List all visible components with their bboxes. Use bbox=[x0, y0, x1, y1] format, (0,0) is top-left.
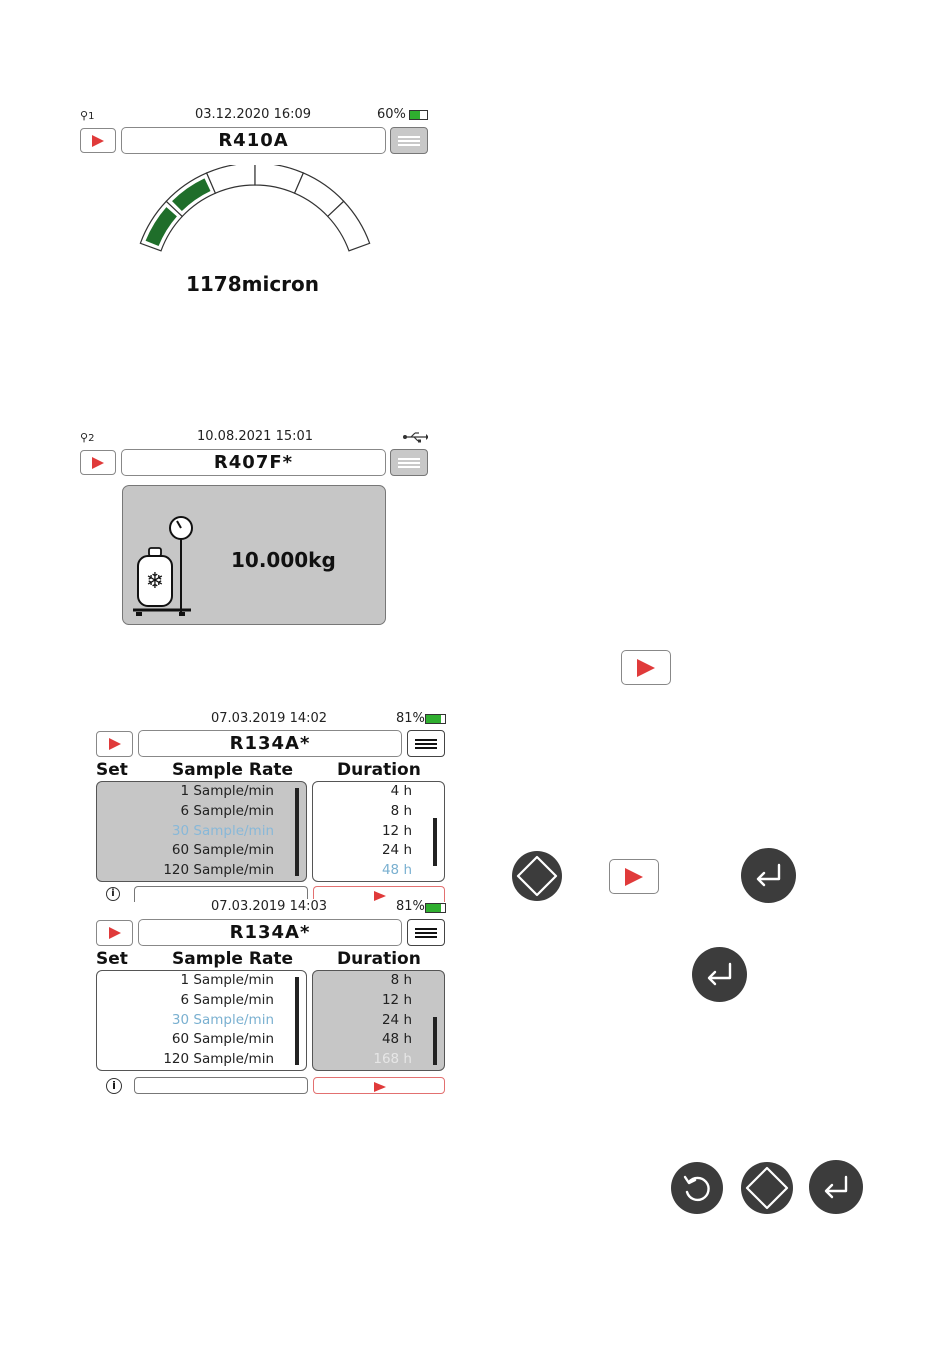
list-item[interactable]: 120 Sample/min bbox=[163, 862, 274, 878]
list-item[interactable]: 24 h bbox=[381, 842, 412, 858]
list-item[interactable]: 1 Sample/min bbox=[180, 783, 274, 799]
start-button[interactable] bbox=[80, 128, 116, 153]
battery-icon bbox=[409, 110, 428, 120]
navigation-pad-key[interactable] bbox=[741, 1162, 793, 1214]
navigation-pad-key[interactable] bbox=[512, 851, 562, 901]
enter-icon bbox=[824, 1175, 848, 1199]
battery-percent: 81% bbox=[396, 711, 425, 726]
scale-panel: ❄ 10.000kg bbox=[122, 485, 386, 625]
antenna-icon: ⚲ bbox=[80, 109, 89, 122]
header-sample-rate: Sample Rate bbox=[172, 760, 294, 780]
refrigerant-title[interactable]: R410A bbox=[121, 127, 386, 154]
play-icon bbox=[374, 891, 386, 901]
list-item[interactable]: 120 Sample/min bbox=[163, 1051, 274, 1067]
refrigerant-title[interactable]: R134A* bbox=[138, 919, 402, 946]
list-item[interactable]: 6 Sample/min bbox=[180, 803, 274, 819]
svg-text:❄: ❄ bbox=[146, 569, 164, 594]
gauge-segment-filled bbox=[145, 207, 177, 247]
play-icon bbox=[625, 867, 643, 886]
menu-button[interactable] bbox=[390, 449, 428, 476]
list-item[interactable]: 12 h bbox=[381, 823, 412, 839]
start-key[interactable] bbox=[609, 859, 659, 894]
battery-icon bbox=[425, 903, 446, 913]
battery-percent: 81% bbox=[396, 899, 425, 914]
list-item[interactable]: 48 h bbox=[381, 1031, 412, 1047]
start-logging-button[interactable] bbox=[313, 886, 445, 902]
start-logging-button[interactable] bbox=[313, 1077, 445, 1094]
list-item[interactable]: 12 h bbox=[381, 992, 412, 1008]
menu-button[interactable] bbox=[407, 730, 445, 757]
battery-percent: 60% bbox=[377, 107, 406, 122]
header-set: Set bbox=[96, 760, 128, 780]
datetime: 03.12.2020 16:09 bbox=[195, 107, 312, 122]
back-key[interactable] bbox=[671, 1162, 723, 1214]
start-button[interactable] bbox=[96, 731, 133, 757]
header-duration: Duration bbox=[337, 949, 421, 969]
list-item[interactable]: 60 Sample/min bbox=[171, 1031, 274, 1047]
list-item[interactable]: 8 h bbox=[390, 972, 412, 988]
play-icon bbox=[108, 738, 121, 750]
refrigerant-title[interactable]: R134A* bbox=[138, 730, 402, 757]
info-field bbox=[134, 886, 308, 902]
weight-reading: 10.000kg bbox=[231, 548, 336, 572]
play-icon bbox=[374, 1082, 386, 1092]
gauge-segment bbox=[205, 165, 256, 194]
header-sample-rate: Sample Rate bbox=[172, 949, 294, 969]
start-key[interactable] bbox=[621, 650, 671, 685]
menu-button[interactable] bbox=[407, 919, 445, 946]
list-item[interactable]: 4 h bbox=[390, 783, 412, 799]
list-item-selected[interactable]: 30 Sample/min bbox=[171, 823, 274, 839]
gauge-segment bbox=[326, 200, 371, 252]
sample-rate-list[interactable]: 1 Sample/min 6 Sample/min 30 Sample/min … bbox=[96, 781, 307, 882]
header-set: Set bbox=[96, 949, 128, 969]
scrollbar[interactable] bbox=[433, 818, 437, 866]
refrigerant-title[interactable]: R407F* bbox=[121, 449, 386, 476]
list-item[interactable]: 6 Sample/min bbox=[180, 992, 274, 1008]
datetime: 07.03.2019 14:03 bbox=[211, 899, 328, 914]
play-icon bbox=[92, 456, 104, 469]
scrollbar[interactable] bbox=[295, 788, 299, 876]
list-item-selected[interactable]: 168 h bbox=[373, 1051, 412, 1067]
duration-list[interactable]: 4 h 8 h 12 h 24 h 48 h bbox=[312, 781, 445, 882]
list-item-selected[interactable]: 30 Sample/min bbox=[171, 1012, 274, 1028]
gauge-segment-filled bbox=[172, 178, 211, 212]
play-icon bbox=[108, 927, 121, 939]
vacuum-gauge bbox=[139, 165, 371, 252]
header-duration: Duration bbox=[337, 760, 421, 780]
enter-icon bbox=[707, 962, 732, 986]
enter-key[interactable] bbox=[809, 1160, 863, 1214]
antenna-icon: ⚲ bbox=[80, 431, 89, 444]
start-button[interactable] bbox=[96, 920, 133, 946]
list-item[interactable]: 24 h bbox=[381, 1012, 412, 1028]
navigation-pad-icon bbox=[745, 1166, 789, 1210]
sensor-indicator: ⚲1 bbox=[80, 109, 95, 122]
sensor-indicator: ⚲2 bbox=[80, 431, 95, 444]
battery-icon bbox=[425, 714, 446, 724]
navigation-pad-icon bbox=[516, 855, 558, 897]
duration-list[interactable]: 8 h 12 h 24 h 48 h 168 h bbox=[312, 970, 445, 1071]
list-item[interactable]: 1 Sample/min bbox=[180, 972, 274, 988]
start-button[interactable] bbox=[80, 450, 116, 475]
enter-key[interactable] bbox=[741, 848, 796, 903]
list-item[interactable]: 60 Sample/min bbox=[171, 842, 274, 858]
info-field bbox=[134, 1077, 308, 1094]
scrollbar[interactable] bbox=[433, 1017, 437, 1065]
menu-button[interactable] bbox=[390, 127, 428, 154]
play-icon bbox=[637, 658, 655, 677]
vacuum-reading: 1178micron bbox=[185, 272, 320, 296]
cylinder-scale-icon: ❄ bbox=[133, 516, 193, 616]
info-icon[interactable]: i bbox=[106, 887, 122, 901]
play-icon bbox=[92, 134, 104, 147]
list-item-selected[interactable]: 48 h bbox=[381, 862, 412, 878]
usb-icon bbox=[403, 432, 428, 443]
back-icon bbox=[683, 1175, 710, 1202]
sample-rate-list[interactable]: 1 Sample/min 6 Sample/min 30 Sample/min … bbox=[96, 970, 307, 1071]
list-item[interactable]: 8 h bbox=[390, 803, 412, 819]
datetime: 10.08.2021 15:01 bbox=[197, 429, 314, 444]
enter-key[interactable] bbox=[692, 947, 747, 1002]
enter-icon bbox=[756, 863, 781, 887]
datetime: 07.03.2019 14:02 bbox=[211, 711, 328, 726]
info-icon[interactable]: i bbox=[106, 1078, 122, 1094]
scrollbar[interactable] bbox=[295, 977, 299, 1065]
